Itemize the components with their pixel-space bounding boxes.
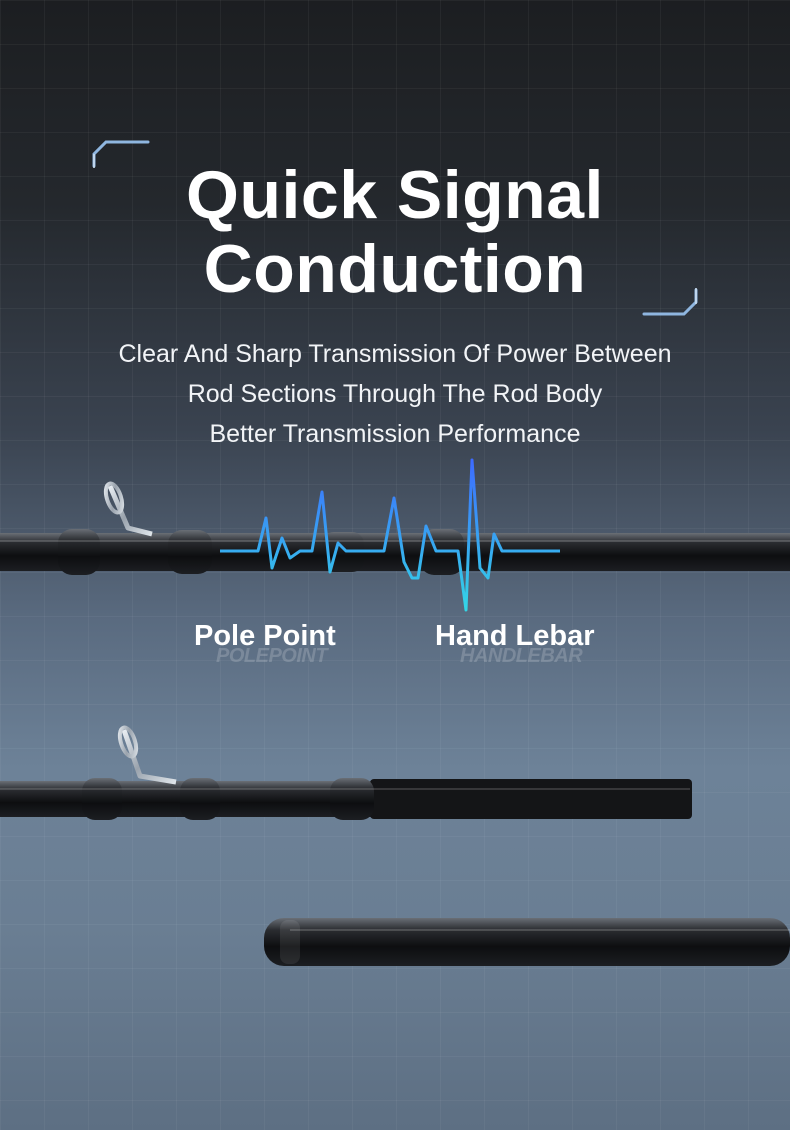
rod-bottom (264, 918, 790, 966)
pole-point-label: Pole Point (194, 620, 336, 652)
hand-lebar-label: Hand Lebar (435, 620, 595, 652)
rod-middle (0, 778, 692, 820)
corner-bracket-bottom-right-icon (642, 288, 698, 316)
rod-top (0, 529, 790, 575)
hand-lebar-ghost-text: HANDLEBAR (460, 645, 583, 667)
title-line-2: Conduction (203, 231, 587, 307)
rod-guide-ring-icon (117, 725, 177, 785)
signal-waveform-icon (220, 458, 560, 612)
description: Clear And Sharp Transmission Of Power Be… (0, 334, 790, 454)
rod-guide-ring-icon (103, 481, 153, 537)
page-title: Quick Signal Conduction (0, 158, 790, 306)
pole-point-ghost-text: POLEPOINT (216, 645, 328, 667)
description-line-1: Clear And Sharp Transmission Of Power Be… (118, 340, 672, 368)
corner-bracket-top-left-icon (92, 140, 150, 168)
description-line-3: Better Transmission Performance (209, 420, 581, 448)
description-line-2: Rod Sections Through The Rod Body (187, 380, 603, 408)
title-line-1: Quick Signal (186, 157, 604, 233)
